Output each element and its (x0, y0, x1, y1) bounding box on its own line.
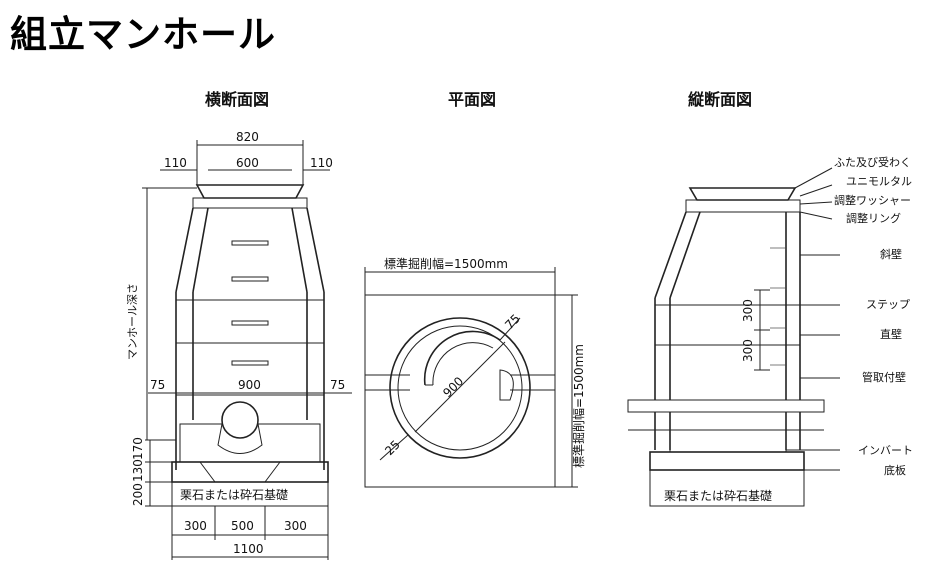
dim-75-left: 75 (150, 378, 165, 392)
long-foundation-label: 栗石または砕石基礎 (664, 488, 772, 503)
dim-130: 130 (131, 459, 145, 482)
label-oblique-wall: 斜壁 (880, 247, 902, 261)
label-adjust-washer: 調整ワッシャー (834, 193, 911, 207)
dim-110-right: 110 (310, 156, 333, 170)
dim-300-left: 300 (184, 519, 207, 533)
dim-300-right: 300 (284, 519, 307, 533)
page-title: 組立マンホール (10, 13, 276, 56)
longitudinal-title: 縦断面図 (688, 90, 752, 109)
dim-170: 170 (131, 437, 145, 460)
dim-75-right: 75 (330, 378, 345, 392)
label-step: ステップ (866, 298, 910, 311)
cross-section-view: 栗石または砕石基礎 820 600 110 110 75 900 75 マンホー… (126, 130, 352, 560)
dim-500: 500 (231, 519, 254, 533)
dim-200: 200 (131, 483, 145, 506)
part-labels: ふた及び受わく ユニモルタル 調整ワッシャー 調整リング 斜壁 ステップ 直壁 … (834, 156, 913, 477)
label-straight-wall: 直壁 (880, 327, 902, 341)
plan-width-horizontal: 標準掘削幅=1500mm (384, 256, 508, 271)
label-unimortar: ユニモルタル (846, 175, 912, 188)
depth-label: マンホール深さ (126, 283, 139, 360)
long-dim-300-a: 300 (741, 299, 755, 322)
long-dim-300-b: 300 (741, 339, 755, 362)
plan-dim-900: 900 (440, 374, 466, 400)
label-cover: ふた及び受わく (834, 156, 911, 169)
plan-title: 平面図 (448, 90, 496, 109)
dim-1100: 1100 (233, 542, 264, 556)
dim-820: 820 (236, 130, 259, 144)
label-invert: インバート (858, 444, 913, 457)
dim-600: 600 (236, 156, 259, 170)
label-pipe-wall: 管取付壁 (862, 370, 906, 384)
dim-900: 900 (238, 378, 261, 392)
cross-section-title: 横断面図 (205, 90, 269, 109)
dim-110-left: 110 (164, 156, 187, 170)
plan-view: 900 75 25 標準掘削幅=1500mm 標準掘削幅=1500mm (364, 256, 586, 488)
label-adjust-ring: 調整リング (846, 211, 901, 225)
plan-dim-75: 75 (502, 311, 523, 332)
longitudinal-view: 栗石または砕石基礎 300 300 (627, 167, 840, 507)
label-base-slab: 底板 (884, 463, 906, 477)
cross-foundation-label: 栗石または砕石基礎 (180, 487, 288, 502)
plan-width-vertical: 標準掘削幅=1500mm (571, 344, 586, 468)
